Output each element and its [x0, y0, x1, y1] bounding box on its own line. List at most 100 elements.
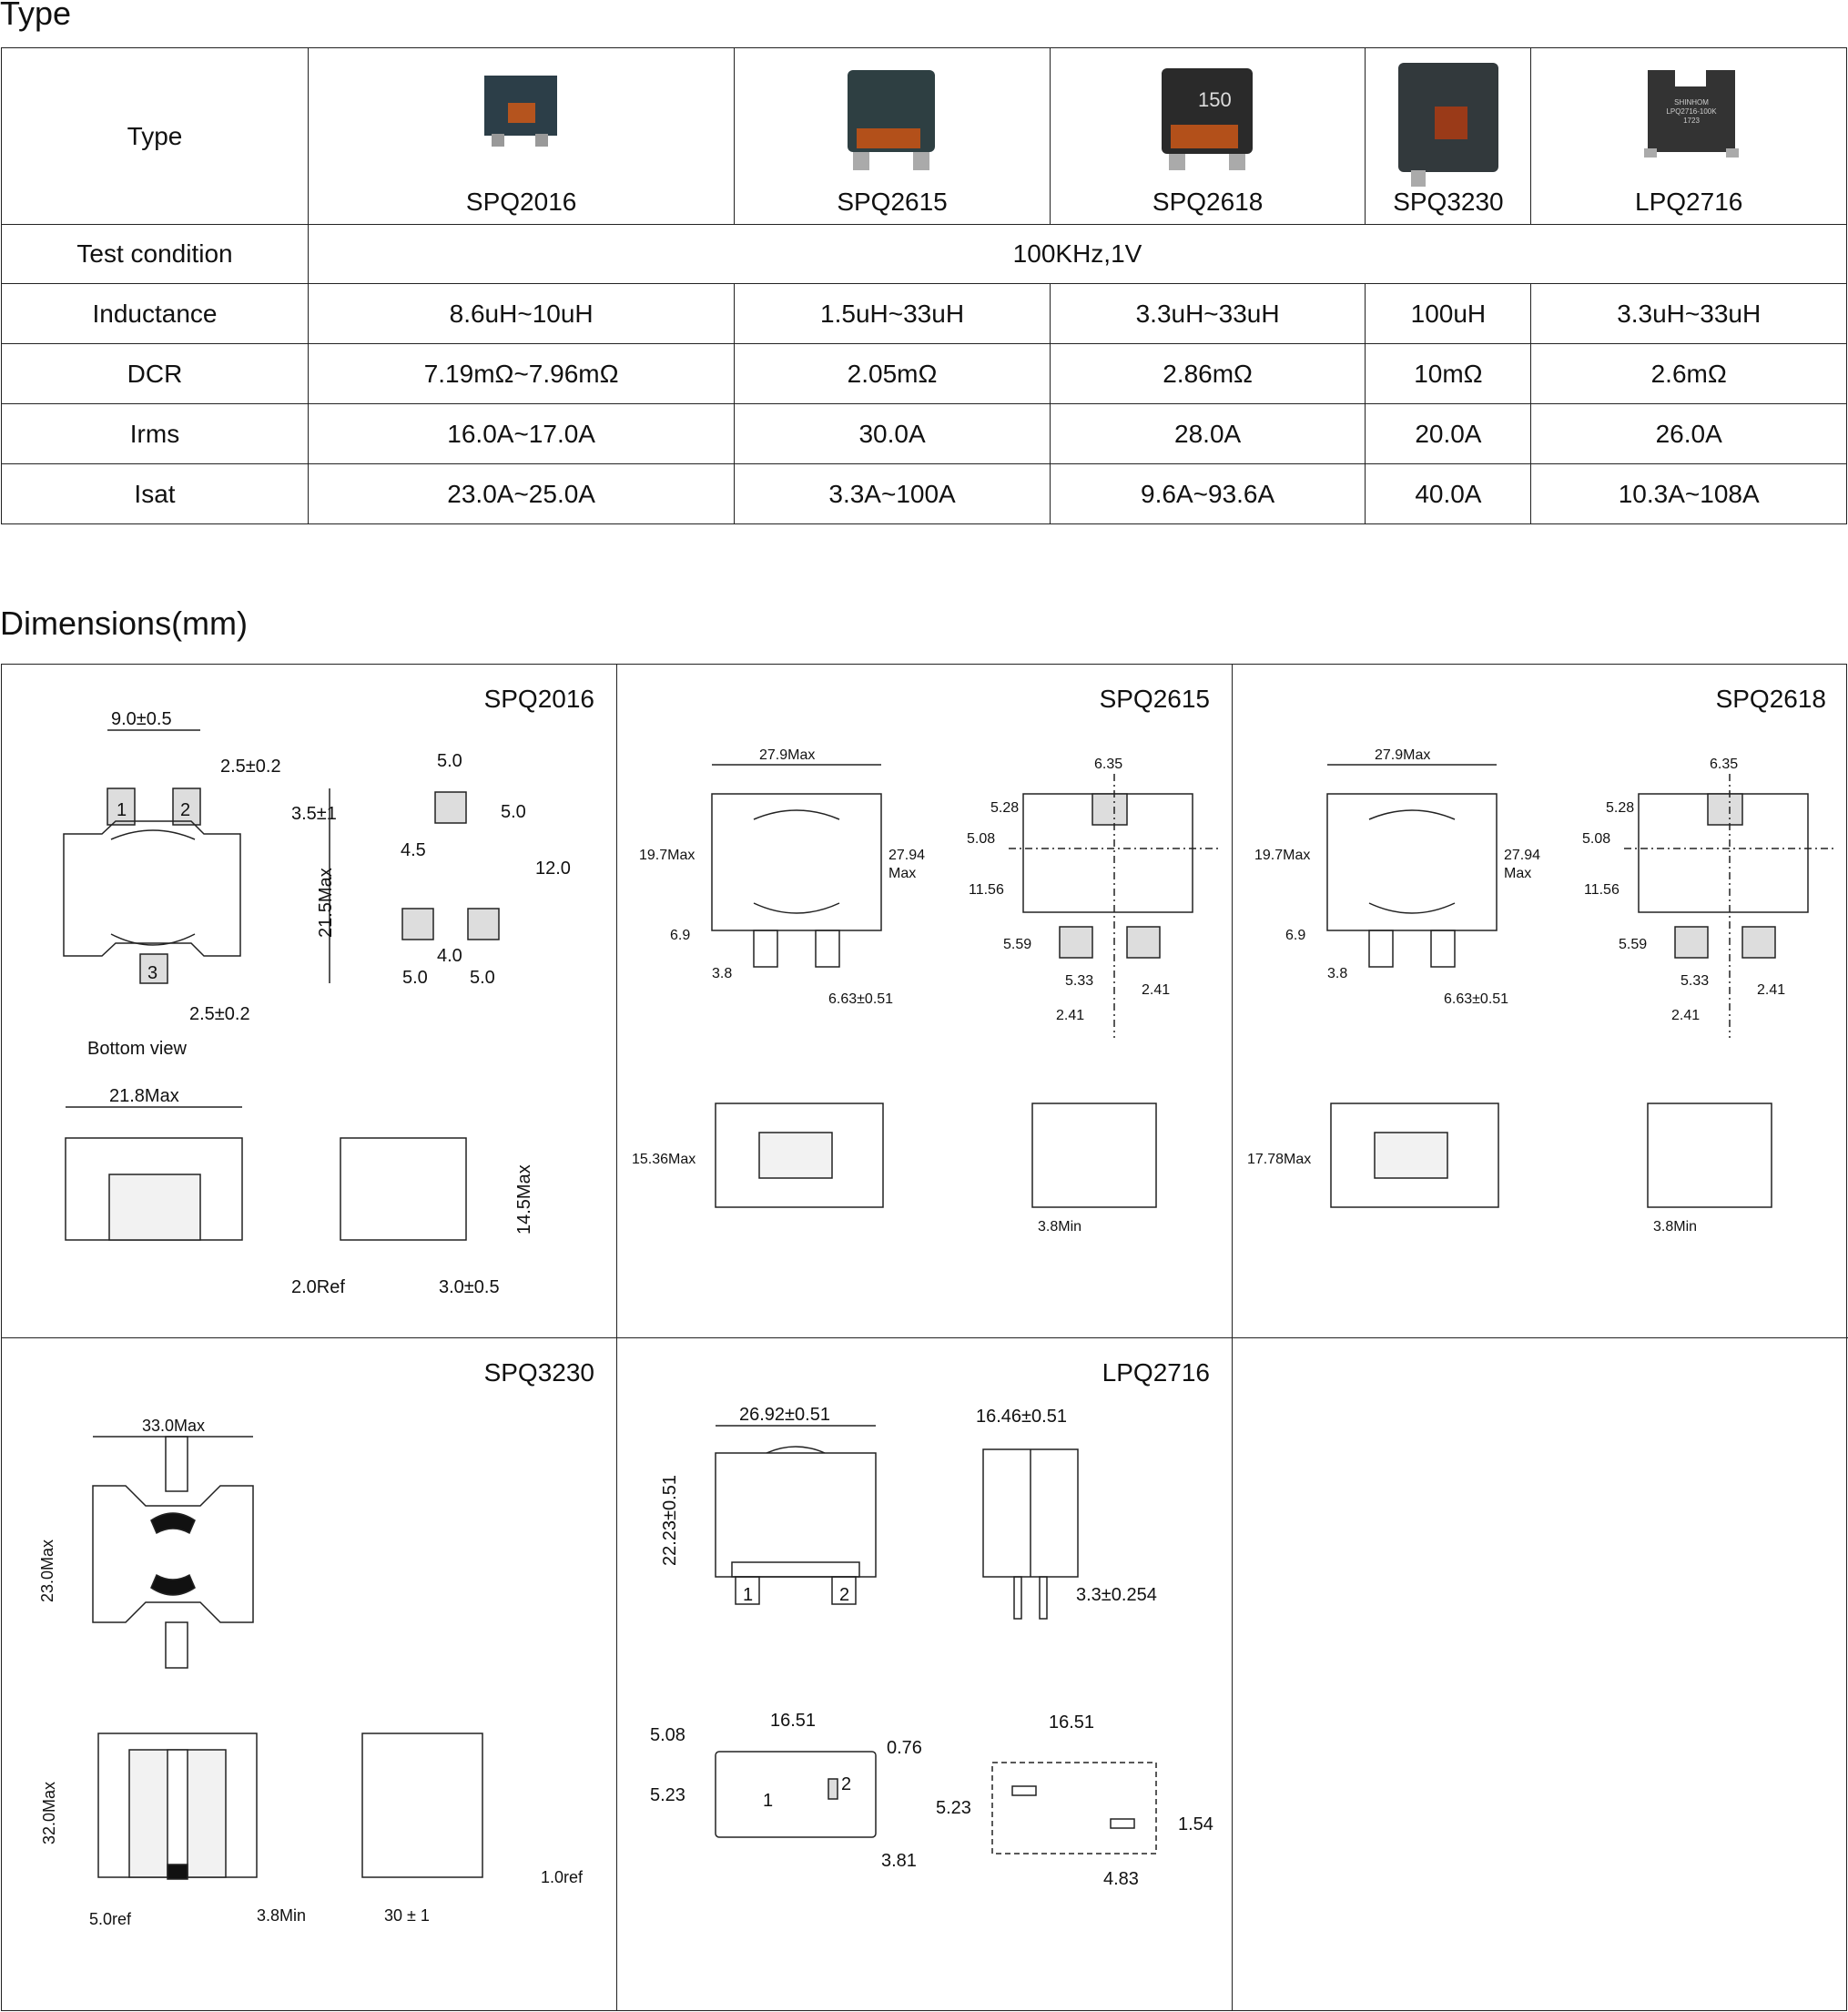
table-cell: 23.0A~25.0A	[307, 463, 736, 524]
row-label: Isat	[1, 463, 309, 524]
table-cell: 2.05mΩ	[734, 343, 1051, 404]
dim-label: 16.51	[1049, 1712, 1094, 1733]
pin-label: 1	[743, 1585, 753, 1605]
type-name: SPQ2618	[1152, 188, 1264, 216]
test-condition-label: Test condition	[1, 224, 309, 284]
dim-label: 5.59	[1619, 937, 1647, 952]
dim-label: 5.28	[1606, 800, 1634, 816]
drawing-spq3230: SPQ3230 33.0Max 23.0Max 32.0Max 5.0ref 3…	[2, 1338, 617, 2010]
table-cell: 3.3uH~33uH	[1530, 283, 1847, 344]
dim-label: 1.54	[1178, 1814, 1213, 1834]
dim-label: 11.56	[1584, 882, 1620, 898]
dim-label: 6.63±0.51	[1444, 991, 1508, 1007]
dim-label: 3.8Min	[1038, 1219, 1081, 1235]
dim-label: 27.9Max	[1375, 747, 1430, 763]
row-label: Inductance	[1, 283, 309, 344]
dim-label: 5.0	[501, 802, 526, 822]
dim-label: 5.08	[967, 831, 995, 847]
lpq-date-marking: 1723	[1683, 117, 1700, 125]
drawing-title: SPQ2016	[483, 685, 594, 713]
drawing-title: SPQ2615	[1099, 685, 1210, 713]
view-label: Bottom view	[87, 1039, 187, 1059]
dim-label: 26.92±0.51	[739, 1405, 830, 1425]
row-label: Irms	[1, 403, 309, 464]
drawing-spq2016: SPQ2016 1 2 3 9.0±0.5 2.5±0.2 3.5±1 21.5…	[2, 665, 617, 1338]
dim-label: 9.0±0.5	[111, 709, 172, 729]
table-cell: 16.0A~17.0A	[307, 403, 736, 464]
type-name: SPQ2615	[837, 188, 948, 216]
table-cell: 20.0A	[1365, 403, 1532, 464]
dimensions-section-heading: Dimensions(mm)	[0, 605, 249, 642]
dim-label: 22.23±0.51	[660, 1475, 680, 1566]
dim-label: 6.9	[670, 928, 690, 943]
dim-label: 11.56	[969, 882, 1004, 898]
spec-table: Type SPQ2016 SPQ2615 150 SPQ2618 SPQ3230	[1, 47, 1847, 524]
pin-label: 2	[180, 800, 190, 820]
drawing-title: LPQ2716	[1102, 1358, 1210, 1387]
type-cell-spq2016: SPQ2016	[307, 47, 736, 225]
dim-label: 33.0Max	[142, 1417, 205, 1435]
spq2016-photo	[483, 76, 557, 147]
dim-label: 27.9Max	[759, 747, 815, 763]
dim-label: 3.8	[712, 966, 732, 981]
dim-label: 2.5±0.2	[220, 757, 281, 777]
spq2615-photo	[848, 70, 936, 170]
dim-label: 5.33	[1680, 973, 1709, 989]
dim-label: 3.5±1	[291, 804, 337, 824]
dim-label: 3.81	[881, 1851, 917, 1871]
dim-label: 5.0	[402, 968, 428, 988]
dim-label: 2.41	[1757, 982, 1785, 998]
table-cell: 2.6mΩ	[1530, 343, 1847, 404]
dim-label: Max	[1504, 866, 1531, 881]
dim-label: 3.0±0.5	[439, 1277, 500, 1297]
dim-label: 14.5Max	[514, 1164, 534, 1235]
type-cell-spq2618: 150 SPQ2618	[1049, 47, 1366, 225]
dim-label: 12.0	[535, 859, 571, 879]
table-cell: 3.3uH~33uH	[1049, 283, 1366, 344]
lpq-brand-marking: SHINHOM	[1674, 98, 1709, 107]
table-cell: 1.5uH~33uH	[734, 283, 1051, 344]
dim-label: 3.8	[1327, 966, 1347, 981]
dim-label: 3.8Min	[257, 1906, 306, 1925]
pin-label: 3	[147, 963, 157, 983]
dim-label: 6.63±0.51	[828, 991, 893, 1007]
dim-label: 6.9	[1285, 928, 1305, 943]
dim-label: 19.7Max	[639, 848, 695, 863]
dim-label: 4.0	[437, 946, 462, 966]
dim-label: 4.5	[401, 840, 426, 860]
dim-label: 5.59	[1003, 937, 1031, 952]
type-section-heading: Type	[0, 0, 72, 32]
dim-label: 2.41	[1671, 1008, 1700, 1023]
type-header-label: Type	[1, 47, 309, 225]
lpq2716-photo: SHINHOM LPQ2716-100K 1723	[1644, 70, 1740, 158]
type-name: LPQ2716	[1635, 188, 1743, 216]
type-name: SPQ2016	[465, 188, 577, 216]
type-cell-spq3230: SPQ3230	[1365, 47, 1532, 225]
table-cell: 10mΩ	[1365, 343, 1532, 404]
spq3230-photo	[1397, 63, 1498, 187]
table-cell: 40.0A	[1365, 463, 1532, 524]
type-cell-spq2615: SPQ2615	[734, 47, 1051, 225]
drawing-spq2618: SPQ2618 27.9Max 19.7Max 27.94 Max 6.9 3.…	[1233, 665, 1848, 1338]
table-cell: 3.3A~100A	[734, 463, 1051, 524]
dim-label: 6.35	[1710, 757, 1738, 772]
dim-label: 5.33	[1065, 973, 1093, 989]
dim-label: 0.76	[887, 1738, 922, 1758]
dim-label: 2.5±0.2	[189, 1004, 250, 1024]
dim-label: 21.8Max	[109, 1086, 179, 1106]
table-cell: 100uH	[1365, 283, 1532, 344]
dim-label: 5.0	[437, 751, 462, 771]
dim-label: 5.08	[1582, 831, 1610, 847]
drawing-lpq2716: LPQ2716 26.92±0.51 1 2 22.23±0.51 16.46±…	[617, 1338, 1233, 2010]
drawing-spq2615: SPQ2615 27.9Max 19.7Max 27.94 Max 6.9 3.…	[617, 665, 1233, 1338]
dim-label: 3.3±0.254	[1076, 1585, 1157, 1605]
spq2618-marking: 150	[1198, 88, 1232, 111]
dim-label: 30 ± 1	[384, 1906, 430, 1925]
dim-label: 15.36Max	[632, 1152, 696, 1167]
dim-label: 27.94	[888, 848, 925, 863]
dim-label: 5.23	[936, 1798, 971, 1818]
dim-label: 23.0Max	[38, 1539, 56, 1602]
pin-label: 1	[763, 1791, 773, 1811]
table-cell: 9.6A~93.6A	[1049, 463, 1366, 524]
dim-label: 4.83	[1103, 1869, 1139, 1889]
